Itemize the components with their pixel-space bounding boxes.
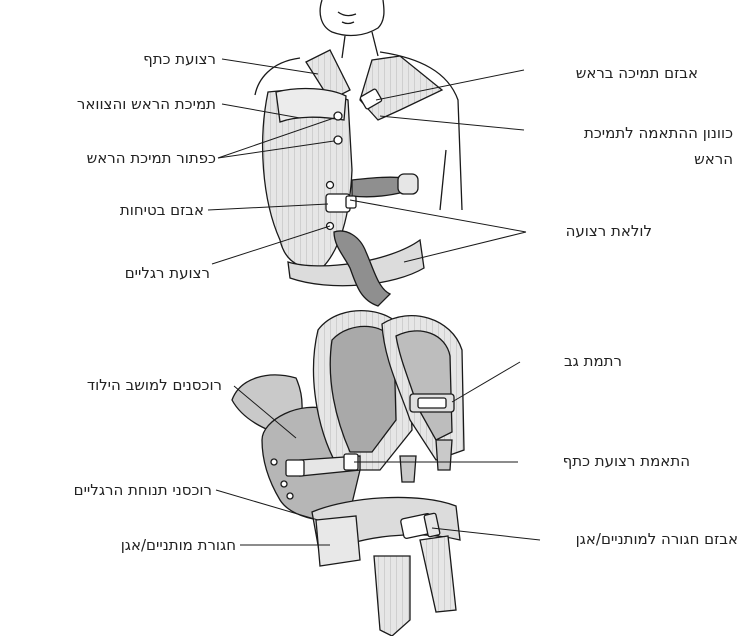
label-head-support-button: כפתור תמיכת הראש — [10, 149, 216, 168]
label-head-neck-support: תמיכת הראש והצוואר — [6, 95, 216, 114]
carrier-front — [263, 50, 442, 306]
label-safety-buckle: אבזם בטיחות — [76, 201, 204, 220]
label-back-harness: רתמת גב — [524, 352, 622, 371]
label-leg-position-zippers: רוכסני תנוחת הרגליים — [8, 481, 212, 500]
label-waist-belt: חגורת מותניים/אגן — [58, 536, 236, 555]
label-shoulder-strap: רצועת כתף — [76, 50, 216, 69]
label-leg-strap: רצועת רגליים — [78, 264, 210, 283]
carrier-back-view — [232, 311, 464, 636]
label-waist-belt-buckle: אבזם חגורה למותניים/אגן — [542, 530, 738, 549]
label-newborn-seat-zippers: רוכסנים למושב הילוד — [28, 376, 222, 395]
label-head-support-adjuster-2: הראש — [528, 150, 733, 169]
label-shoulder-strap-adjust: התאמת רצועת כתף — [522, 452, 690, 471]
label-head-support-buckle: אבזם תמיכה בראש — [528, 64, 698, 83]
label-head-support-adjuster-1: כוונון ההתאמה לתמיכת — [528, 124, 733, 143]
label-strap-loop: לולאת רצועה — [530, 222, 652, 241]
